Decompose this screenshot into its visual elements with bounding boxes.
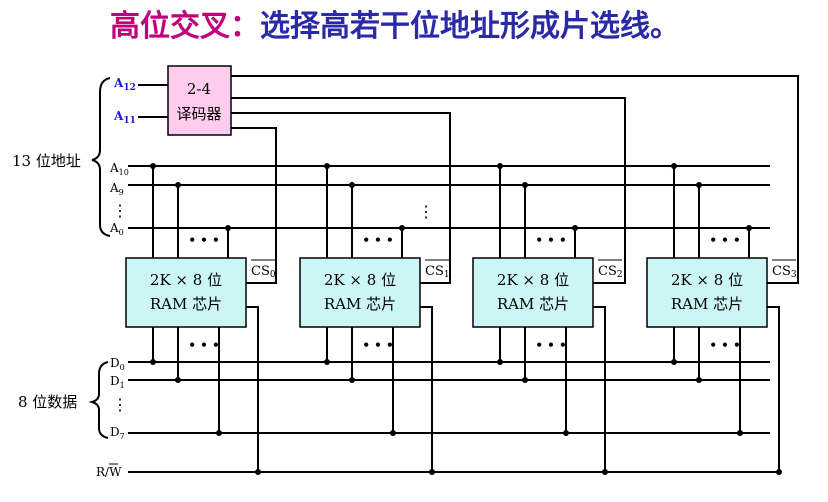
- data-dots: • • •: [709, 338, 740, 352]
- addr-dots: • • •: [709, 233, 740, 247]
- junction-dot: [349, 377, 355, 383]
- addr-dots: • • •: [535, 233, 566, 247]
- decoder-label-1: 2-4: [187, 80, 211, 98]
- data-d1-label: D1: [110, 374, 125, 390]
- junction-dot: [390, 430, 396, 436]
- junction-dot: [776, 469, 782, 475]
- addr-a11-label: A11: [113, 109, 136, 126]
- addr-ellipsis: ⋮: [112, 201, 128, 220]
- ram-chip-box: [125, 257, 247, 328]
- ram-chips: 2K × 8 位 RAM 芯片 CS0 • • • • • • 2K × 8 位 RAM 芯…: [125, 163, 797, 475]
- junction-dot: [737, 430, 743, 436]
- junction-dot: [696, 377, 702, 383]
- chip-rw-wire: [420, 306, 433, 472]
- junction-dot: [522, 377, 528, 383]
- addr-dots: • • •: [188, 233, 219, 247]
- junction-dot: [429, 469, 435, 475]
- decoder-box: [167, 65, 232, 136]
- ram-chip-label-1: 2K × 8 位: [150, 271, 222, 289]
- bus-ellipsis: ⋮: [418, 202, 434, 221]
- title-prefix: 高位交叉：: [110, 9, 260, 44]
- decoder-label-2: 译码器: [176, 105, 221, 123]
- chip-rw-wire: [593, 306, 606, 472]
- junction-dot: [255, 469, 261, 475]
- junction-dot: [696, 182, 702, 188]
- cs1-wire: [231, 112, 451, 284]
- data-brace: [88, 361, 109, 439]
- ram-chip-label-2: RAM 芯片: [671, 295, 743, 313]
- data-d7-label: D7: [110, 425, 125, 441]
- addr-dots: • • •: [362, 233, 393, 247]
- ram-chip-label-1: 2K × 8 位: [324, 271, 396, 289]
- junction-dot: [671, 163, 677, 169]
- data-ellipsis: ⋮: [112, 395, 128, 414]
- ram-chip-label-2: RAM 芯片: [497, 295, 569, 313]
- title-rest: 选择高若干位地址形成片选线。: [260, 9, 680, 44]
- ram-chip-box: [646, 257, 768, 328]
- cs-label: CS1: [425, 264, 450, 280]
- junction-dot: [497, 163, 503, 169]
- junction-dot: [324, 359, 330, 365]
- ram-chip-box: [472, 257, 594, 328]
- data-dots: • • •: [535, 338, 566, 352]
- data-group-label: 8 位数据: [18, 393, 77, 411]
- junction-dot: [175, 377, 181, 383]
- junction-dot: [671, 359, 677, 365]
- cs2-wire: [231, 97, 626, 284]
- chip-rw-wire: [246, 306, 259, 472]
- junction-dot: [349, 182, 355, 188]
- ram-chip-label-1: 2K × 8 位: [671, 271, 743, 289]
- addr-a12-label: A12: [113, 76, 136, 93]
- junction-dot: [150, 359, 156, 365]
- junction-dot: [522, 182, 528, 188]
- ram-chip-label-2: RAM 芯片: [150, 295, 222, 313]
- address-group-label: 13 位地址: [12, 152, 81, 170]
- cs3-wire: [231, 75, 799, 284]
- cs-label: CS3: [772, 264, 797, 280]
- ram-chip-box: [299, 257, 421, 328]
- junction-dot: [497, 359, 503, 365]
- address-brace: [91, 77, 111, 237]
- junction-dot: [563, 430, 569, 436]
- cs-label: CS0: [251, 264, 276, 280]
- junction-dot: [602, 469, 608, 475]
- chip-rw-wire: [767, 306, 780, 472]
- junction-dot: [175, 182, 181, 188]
- junction-dot: [150, 163, 156, 169]
- addr-a0-label: A0: [109, 221, 124, 237]
- ram-chip-label-1: 2K × 8 位: [497, 271, 569, 289]
- data-dots: • • •: [188, 338, 219, 352]
- junction-dot: [399, 225, 405, 231]
- junction-dot: [746, 225, 752, 231]
- cs0-wire: [231, 127, 277, 284]
- junction-dot: [572, 225, 578, 231]
- cs-label: CS2: [598, 264, 623, 280]
- junction-dot: [324, 163, 330, 169]
- ram-chip-label-2: RAM 芯片: [324, 295, 396, 313]
- data-d0-label: D0: [110, 356, 125, 372]
- addr-a10-label: A10: [109, 161, 129, 177]
- page-title: 高位交叉：选择高若干位地址形成片选线。: [110, 9, 680, 44]
- rw-label: R/W: [96, 465, 122, 479]
- data-dots: • • •: [362, 338, 393, 352]
- junction-dot: [225, 225, 231, 231]
- junction-dot: [216, 430, 222, 436]
- addr-a9-label: A9: [109, 181, 124, 197]
